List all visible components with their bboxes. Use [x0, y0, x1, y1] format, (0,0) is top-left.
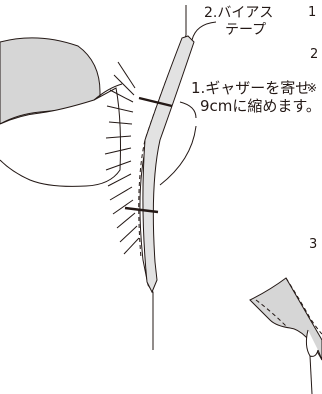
- gather-range-ticks: [124, 96, 173, 214]
- edge-note-mark: ※: [307, 81, 318, 95]
- gather-label-line2: 9cmに縮めます。: [200, 97, 321, 115]
- leader-lines: [159, 21, 217, 186]
- edge-step-number-2: 2: [310, 47, 319, 62]
- sleeve-piece: [0, 37, 123, 187]
- step3-detail: [249, 277, 322, 394]
- bias-tape-label-line2: テープ: [225, 22, 267, 38]
- bias-tape-label: 2.バイアス: [204, 5, 274, 21]
- stitch-line: [138, 54, 177, 259]
- edge-step-number-3: 3: [309, 237, 318, 252]
- edge-step-number-1: 1: [308, 5, 317, 20]
- bias-tape-strip: [142, 35, 195, 294]
- gathering-marks: [104, 61, 140, 255]
- gather-label: 1.ギャザーを寄せ: [191, 79, 311, 97]
